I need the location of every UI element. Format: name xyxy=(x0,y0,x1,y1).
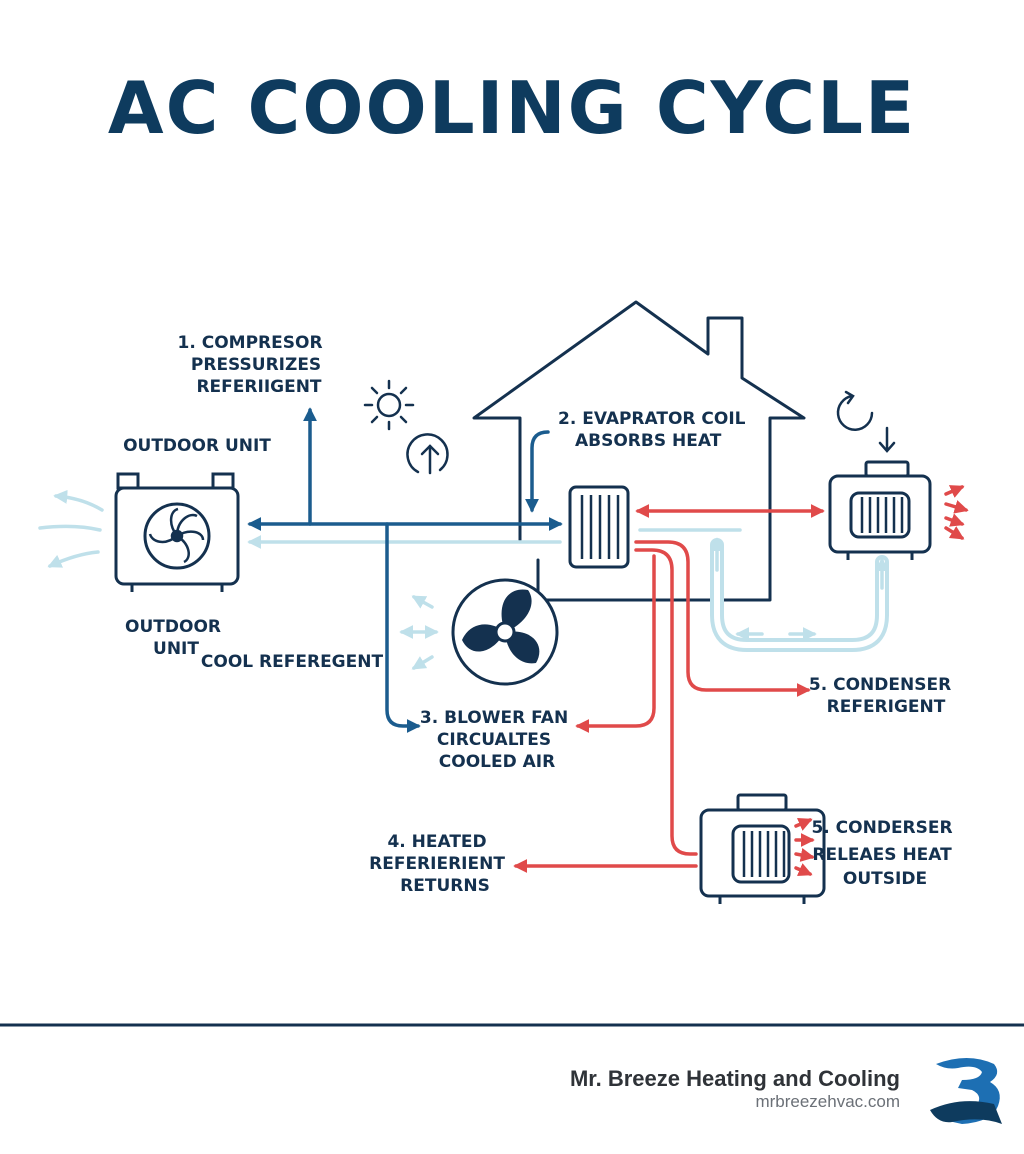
heat-arrows-top xyxy=(944,485,969,540)
up-arrow-circle-icon xyxy=(406,433,449,475)
house-outline xyxy=(472,300,806,602)
footer-url: mrbreezehvac.com xyxy=(755,1092,900,1111)
label-step-5-condenser-refrigerant: 5. CONDENSER REFERIGENT xyxy=(809,675,957,717)
blower-return-line xyxy=(575,554,656,733)
coil-icon xyxy=(849,491,911,539)
footer-brand: Mr. Breeze Heating and Cooling xyxy=(570,1066,900,1091)
label-step-4: 4. HEATED REFERIERIENT RETURNS xyxy=(369,832,511,896)
outdoor-condenser-line xyxy=(634,548,698,856)
condenser-unit-bottom xyxy=(699,793,826,904)
outdoor-unit-left xyxy=(114,472,240,592)
coil-icon xyxy=(731,824,791,884)
air-arrows xyxy=(399,595,439,670)
brand-logo xyxy=(930,1058,1002,1124)
heat-arrows-bottom xyxy=(794,817,815,877)
evaporator-arrow xyxy=(525,430,550,513)
blower-feed-line xyxy=(385,522,421,733)
label-cool-refrigerant: COOL REFEREGENT xyxy=(201,652,384,672)
blower-fan-icon xyxy=(462,589,540,664)
label-step-5-releases-heat: 5. CONDERSER RELEAES HEAT OUTSIDE xyxy=(811,818,958,889)
condenser-unit-top xyxy=(828,460,932,560)
label-outdoor-unit-top: OUTDOOR UNIT xyxy=(123,436,271,456)
fan-icon xyxy=(148,507,205,564)
evaporator-coil xyxy=(568,485,630,569)
return-loop xyxy=(710,538,889,652)
condenser-refrigerant-line xyxy=(634,540,811,697)
label-step-2: 2. EVAPRATOR COIL ABSORBS HEAT xyxy=(558,409,751,451)
label-step-1: 1. COMPRESOR PRESSURIZES REFERIIGENT xyxy=(178,333,329,397)
page-title: AC COOLING CYCLE xyxy=(108,66,916,150)
wind-lines-left xyxy=(38,489,104,568)
label-outdoor-unit-bottom: OUTDOOR UNIT xyxy=(125,617,227,659)
blower-fan xyxy=(451,578,559,686)
cycle-arrow-icon xyxy=(836,390,896,453)
label-step-3: 3. BLOWER FAN CIRCUALTES COOLED AIR xyxy=(420,708,574,772)
sun-icon xyxy=(363,379,415,431)
